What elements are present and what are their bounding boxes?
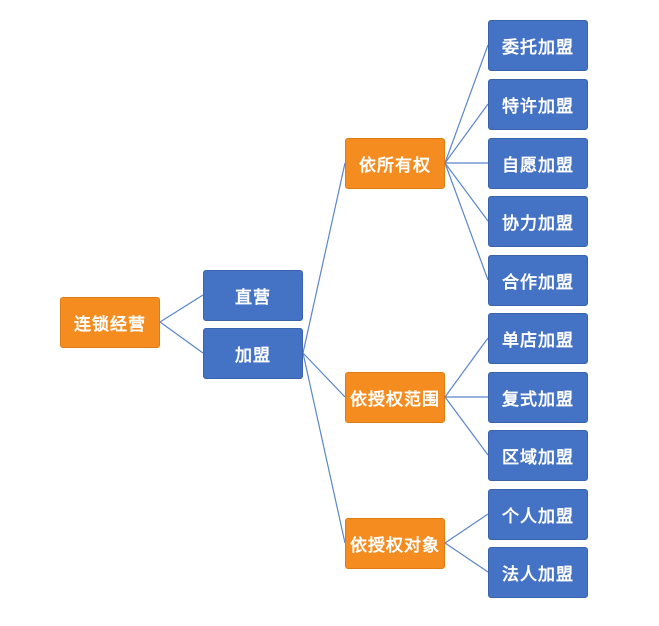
leaf-node: 复式加盟	[488, 372, 588, 423]
node-direct: 直营	[203, 270, 303, 321]
connector-franchise-ownership	[302, 162, 346, 354]
connector-scope-l7	[444, 396, 489, 456]
node-franchise: 加盟	[203, 328, 303, 379]
node-by-object: 依授权对象	[345, 518, 445, 569]
connector-ownership-l0	[444, 44, 489, 164]
leaf-node: 区域加盟	[488, 430, 588, 481]
leaf-node: 个人加盟	[488, 489, 588, 540]
leaf-node: 自愿加盟	[488, 138, 588, 189]
node-root: 连锁经营	[60, 297, 160, 348]
connector-franchise-scope	[302, 352, 346, 398]
connector-object-l9	[444, 542, 489, 573]
leaf-node: 法人加盟	[488, 547, 588, 598]
connector-root-direct	[159, 294, 204, 323]
node-by-scope: 依授权范围	[345, 372, 445, 423]
connector-ownership-l1	[444, 103, 489, 164]
node-by-ownership: 依所有权	[345, 138, 445, 189]
connector-ownership-l3	[444, 162, 489, 222]
leaf-node: 委托加盟	[488, 20, 588, 71]
connector-franchise-object	[302, 352, 346, 544]
connector-object-l8	[444, 513, 489, 544]
connector-root-franchise	[159, 321, 204, 354]
leaf-node: 特许加盟	[488, 79, 588, 130]
connector-ownership-l4	[444, 162, 489, 281]
leaf-node: 单店加盟	[488, 313, 588, 364]
leaf-node: 协力加盟	[488, 196, 588, 247]
connector-scope-l5	[444, 337, 489, 398]
leaf-node: 合作加盟	[488, 255, 588, 306]
